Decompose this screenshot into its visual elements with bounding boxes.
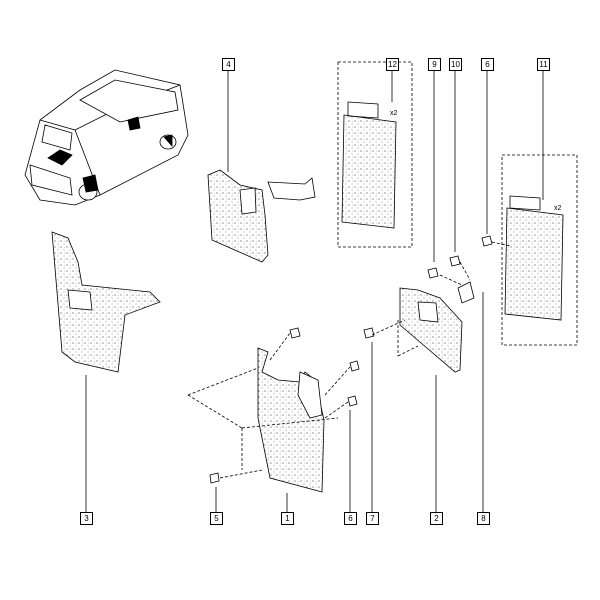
quantity-label: x2: [554, 205, 562, 212]
part-2-mudflap: [399, 287, 463, 373]
bracket: [267, 177, 316, 201]
callout-6: 6: [344, 512, 357, 525]
part-4-mudflap: [207, 169, 269, 263]
callout-6: 6: [481, 58, 494, 71]
callout-3: 3: [80, 512, 93, 525]
callout-10: 10: [449, 58, 462, 71]
part-11-mudflap: [504, 207, 564, 321]
van-illustration: [24, 69, 189, 206]
panel-12: [337, 61, 413, 248]
callout-11: 11: [537, 58, 550, 71]
part-1-mudflap: [257, 347, 325, 493]
callout-12: 12: [386, 58, 399, 71]
callout-2: 2: [430, 512, 443, 525]
panel-11: [501, 154, 578, 346]
part-12-mudflap: [341, 114, 397, 229]
callout-8: 8: [477, 512, 490, 525]
callout-7: 7: [366, 512, 379, 525]
callout-1: 1: [281, 512, 294, 525]
callout-9: 9: [428, 58, 441, 71]
quantity-label: x2: [390, 110, 398, 117]
callout-5: 5: [210, 512, 223, 525]
callout-4: 4: [222, 58, 235, 71]
part-3-mudflap: [51, 231, 161, 373]
